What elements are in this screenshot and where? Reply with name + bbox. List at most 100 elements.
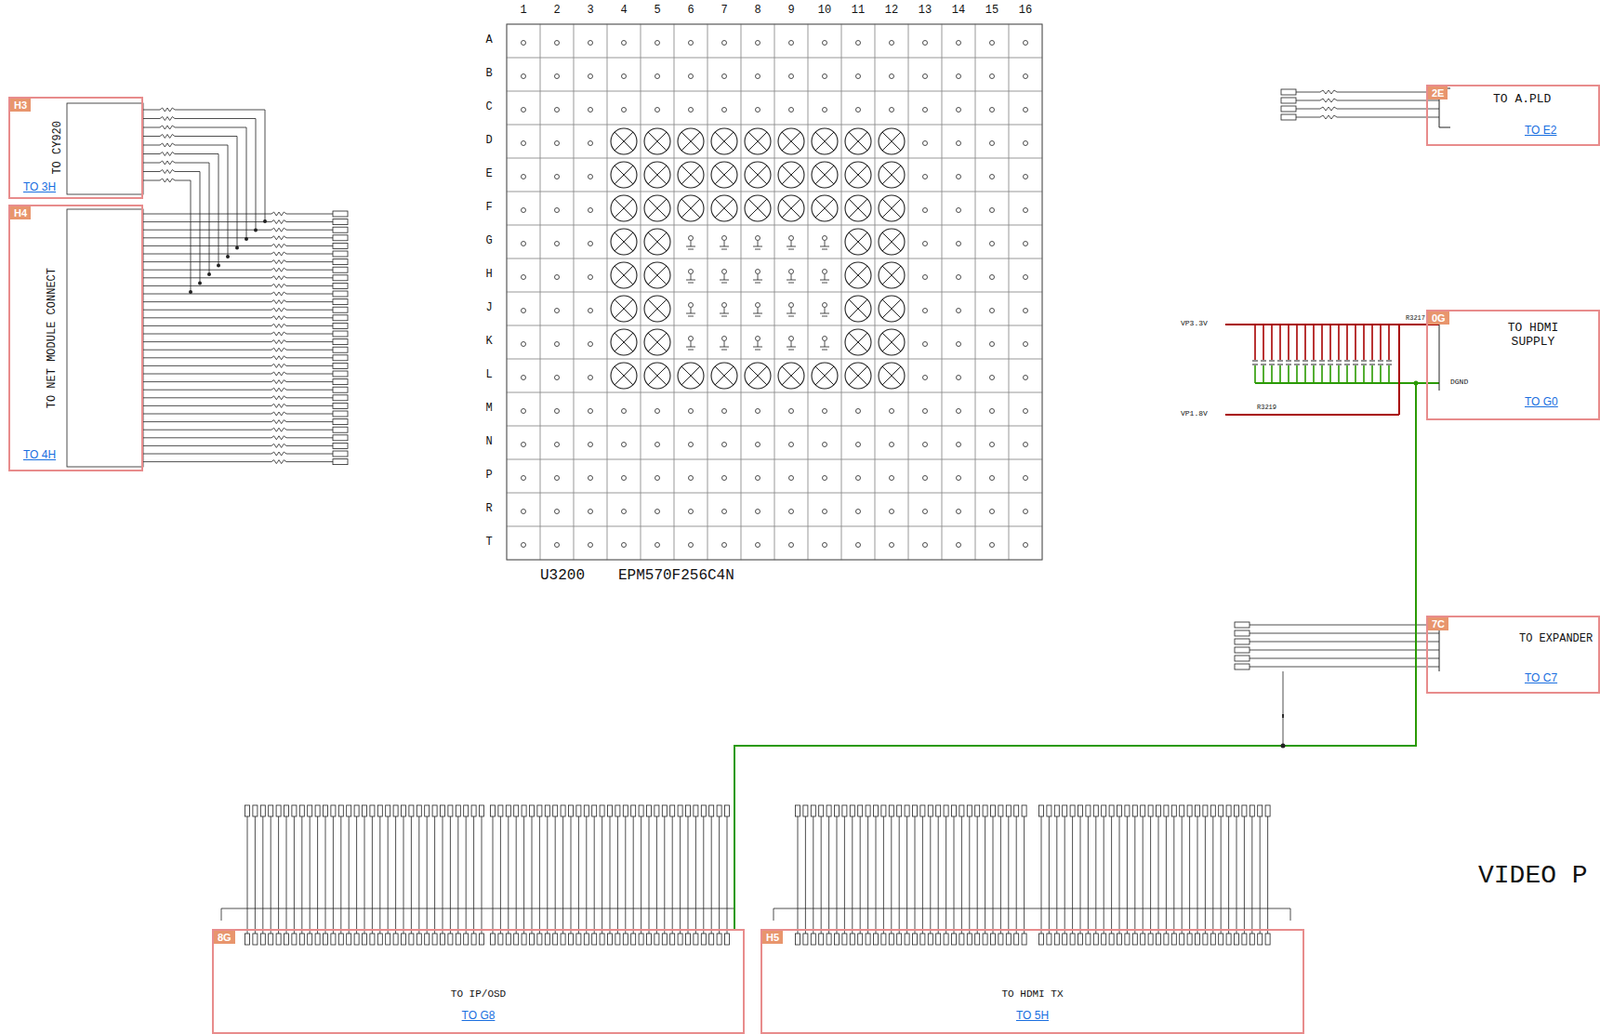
connector-tab <box>568 933 574 945</box>
capacitor-symbol <box>1310 360 1317 362</box>
pin-cell <box>607 291 641 326</box>
nc-pin <box>644 295 671 322</box>
wire <box>1165 816 1167 934</box>
ground-symbol <box>687 316 694 318</box>
grid-index: 10 <box>818 3 832 17</box>
ground-symbol <box>686 313 696 315</box>
pin-cell <box>1008 224 1043 259</box>
pin-dot <box>822 442 828 448</box>
pin-dot <box>521 509 527 515</box>
wire <box>1228 816 1230 934</box>
pin-cell <box>874 24 909 58</box>
ground-symbol <box>821 282 828 284</box>
ground-symbol <box>690 240 692 247</box>
grid-index: 2 <box>553 3 560 17</box>
pin-cell <box>573 526 608 560</box>
pin-cell <box>975 492 1009 527</box>
pin-dot <box>789 40 794 46</box>
nc-cross <box>882 265 901 285</box>
nc-cross <box>647 232 667 252</box>
pin-cell <box>841 392 875 426</box>
pin-cell <box>573 392 608 426</box>
grid-index: R <box>485 502 492 516</box>
pin-cell <box>975 57 1009 92</box>
ground-symbol <box>690 274 692 280</box>
capacitor-symbol <box>1269 360 1275 362</box>
pin-dot <box>990 509 995 515</box>
connector-tab <box>1078 933 1084 945</box>
nc-cross <box>614 165 634 185</box>
pin-cell <box>908 258 942 292</box>
wire <box>143 341 272 343</box>
pin-dot <box>555 74 560 80</box>
connector-tab <box>393 933 398 945</box>
nc-cross <box>647 132 667 151</box>
pin-dot <box>655 442 661 448</box>
pin-dot <box>923 342 928 347</box>
connector-tab <box>553 933 558 945</box>
pin-dot <box>722 442 728 448</box>
nc-cross <box>882 132 901 151</box>
connector-tab <box>826 933 832 945</box>
power-rail <box>1398 324 1401 415</box>
pin-dot <box>688 476 694 481</box>
connector-tab <box>881 805 886 817</box>
grid-index: 15 <box>985 3 999 17</box>
nc-pin <box>744 195 771 222</box>
capacitor-symbol <box>1269 364 1275 366</box>
connector-tab <box>952 933 957 945</box>
connector-tab <box>1179 933 1185 945</box>
pin-dot <box>688 40 694 46</box>
connector-tab <box>693 933 699 945</box>
pin-cell <box>874 492 909 527</box>
ground-symbol <box>690 307 692 314</box>
nc-cross <box>848 232 868 252</box>
pin-cell <box>674 24 708 58</box>
wire <box>174 135 238 137</box>
connector-tab <box>1014 933 1019 945</box>
pin-dot <box>722 336 728 342</box>
grid-index: P <box>485 468 492 482</box>
pin-cell <box>1008 358 1043 393</box>
wire <box>727 816 728 934</box>
connector-tab <box>1179 805 1185 817</box>
pin-dot <box>555 308 560 314</box>
pin-dot <box>956 542 962 548</box>
wire <box>286 421 333 423</box>
connector-tab <box>677 805 683 817</box>
wire <box>255 119 257 231</box>
power-rail <box>1254 324 1257 360</box>
connector-tab <box>332 259 348 265</box>
wire <box>828 816 830 934</box>
pin-dot <box>1023 107 1029 113</box>
wire <box>867 816 869 934</box>
ground-symbol <box>819 313 830 315</box>
pin-cell <box>674 224 708 259</box>
pin-cell <box>874 158 909 192</box>
pin-cell <box>740 492 775 527</box>
pin-dot <box>521 409 527 414</box>
connector-tab <box>537 805 543 817</box>
connector-tab <box>1210 933 1216 945</box>
connector-tab <box>1281 97 1296 104</box>
pin-cell <box>1008 492 1043 527</box>
wire <box>143 373 272 375</box>
nc-cross <box>614 366 634 385</box>
nc-cross <box>815 366 834 385</box>
wire <box>286 293 333 295</box>
sheet-link: TO G8 <box>462 1008 496 1022</box>
pin-cell <box>740 459 775 493</box>
connector-tab <box>608 933 613 945</box>
pin-cell <box>573 91 608 125</box>
pin-dot <box>889 509 895 515</box>
pin-dot <box>755 476 761 481</box>
connector-body <box>66 103 144 195</box>
pin-cell <box>607 492 641 527</box>
connector-tab <box>1109 805 1114 817</box>
ground-symbol <box>788 316 794 318</box>
resistor-symbol <box>159 134 175 139</box>
wire <box>1119 816 1121 934</box>
pin-dot <box>990 442 995 448</box>
resistor-symbol <box>271 267 287 272</box>
nc-cross <box>815 165 834 185</box>
